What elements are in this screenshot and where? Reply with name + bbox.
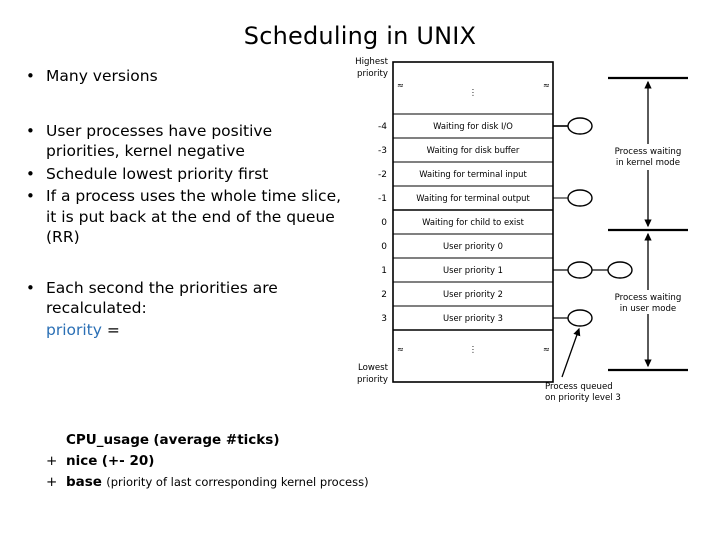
formula-line: + base (priority of last corresponding ke… (46, 472, 466, 493)
page-title: Scheduling in UNIX (243, 22, 477, 50)
lowest-priority-label: Lowest priority (357, 363, 389, 385)
row-label: Waiting for disk I/O (433, 121, 513, 131)
break-squiggle-icon: ≈ (543, 80, 550, 90)
row-label: User priority 1 (443, 265, 503, 275)
formula-body: CPU_usage (average #ticks) + nice (+- 20)… (46, 430, 466, 493)
row-number: -3 (378, 146, 387, 156)
formula-equals: = (106, 320, 120, 339)
svg-text:on priority level 3: on priority level 3 (545, 393, 621, 402)
row-number: -4 (378, 122, 387, 132)
queued-callout-label: Process queued on priority level 3 (545, 382, 621, 402)
queue-row: Waiting for disk I/O -4 (378, 121, 513, 132)
process-node-disk-io (553, 117, 593, 135)
queue-row-separators (393, 137, 553, 331)
row-number: 2 (381, 290, 387, 300)
process-node-user-priority-3 (553, 309, 593, 327)
queue-row: Waiting for disk buffer -3 (378, 145, 520, 156)
row-label: Waiting for terminal input (419, 169, 527, 179)
formula-term: CPU_usage (66, 432, 150, 448)
row-number: -1 (378, 194, 387, 204)
queue-row: User priority 2 2 (381, 289, 503, 300)
list-item: User processes have positive priorities,… (14, 121, 344, 162)
formula-rest: (+- 20) (101, 453, 155, 469)
list-item: If a process uses the whole time slice, … (14, 186, 344, 248)
user-mode-label: Process waiting in user mode (615, 293, 682, 314)
row-number: 0 (381, 242, 387, 252)
list-item: Many versions (14, 66, 344, 87)
formula-keyword: priority (46, 320, 102, 339)
row-label: Waiting for disk buffer (427, 145, 520, 155)
row-number: 3 (381, 314, 387, 324)
queue-row: Waiting for terminal input -2 (378, 169, 527, 180)
formula-line: CPU_usage (average #ticks) (46, 430, 466, 451)
formula-term: base (66, 474, 102, 490)
row-number: 1 (381, 266, 387, 276)
spacer (14, 248, 344, 278)
svg-text:in kernel mode: in kernel mode (616, 158, 680, 168)
formula-term: nice (66, 453, 98, 469)
queue-row: Waiting for child to exist 0 (381, 217, 524, 228)
queue-row: User priority 0 0 (381, 241, 503, 252)
queue-bottom-break-row: ⋮ ≈ ≈ (397, 344, 550, 354)
row-label: Waiting for terminal output (416, 193, 530, 203)
svg-text:Process waiting: Process waiting (615, 293, 682, 303)
process-node-terminal-output (553, 189, 593, 207)
vertical-ellipsis-icon: ⋮ (469, 87, 477, 97)
break-squiggle-icon: ≈ (543, 344, 550, 354)
queue-row: User priority 1 1 (381, 265, 503, 276)
queued-callout-arrow-icon (561, 327, 581, 378)
svg-text:priority: priority (357, 375, 388, 385)
kernel-mode-label: Process waiting in kernel mode (615, 147, 682, 168)
priority-queue-diagram: ⋮ ≈ ≈ Waiting for disk I/O -4 Waiting fo… (340, 52, 720, 402)
queue-table-frame (392, 61, 554, 383)
list-item: Schedule lowest priority first (14, 164, 344, 185)
row-label: User priority 0 (443, 241, 503, 251)
break-squiggle-icon: ≈ (397, 80, 404, 90)
bullet-list: Many versions User processes have positi… (14, 66, 344, 340)
mode-bracket-bars (608, 76, 688, 372)
formula-rest: (average #ticks) (153, 432, 280, 448)
process-node-user-priority-1 (553, 261, 633, 279)
row-number: -2 (378, 170, 387, 180)
svg-text:in user mode: in user mode (620, 304, 676, 314)
break-squiggle-icon: ≈ (397, 344, 404, 354)
svg-text:Process waiting: Process waiting (615, 147, 682, 157)
formula-note: (priority of last corresponding kernel p… (106, 475, 369, 489)
formula-header: priority = (14, 320, 344, 341)
queue-row: Waiting for terminal output -1 (378, 193, 530, 204)
queue-row: User priority 3 3 (381, 313, 503, 324)
queue-top-break-row: ⋮ ≈ ≈ (393, 80, 553, 115)
formula-operator: + (46, 474, 58, 490)
row-label: User priority 2 (443, 289, 503, 299)
list-item: Each second the priorities are recalcula… (14, 278, 344, 319)
svg-text:Highest: Highest (355, 57, 389, 67)
row-number: 0 (381, 218, 387, 228)
vertical-ellipsis-icon: ⋮ (469, 344, 477, 354)
formula-operator: + (46, 453, 58, 469)
formula-line: + nice (+- 20) (46, 451, 466, 472)
row-label: Waiting for child to exist (422, 217, 525, 227)
row-label: User priority 3 (443, 313, 503, 323)
highest-priority-label: Highest priority (355, 57, 389, 79)
svg-text:Process queued: Process queued (545, 382, 613, 392)
spacer (14, 87, 344, 121)
svg-text:priority: priority (357, 69, 388, 79)
svg-text:Lowest: Lowest (358, 363, 389, 373)
